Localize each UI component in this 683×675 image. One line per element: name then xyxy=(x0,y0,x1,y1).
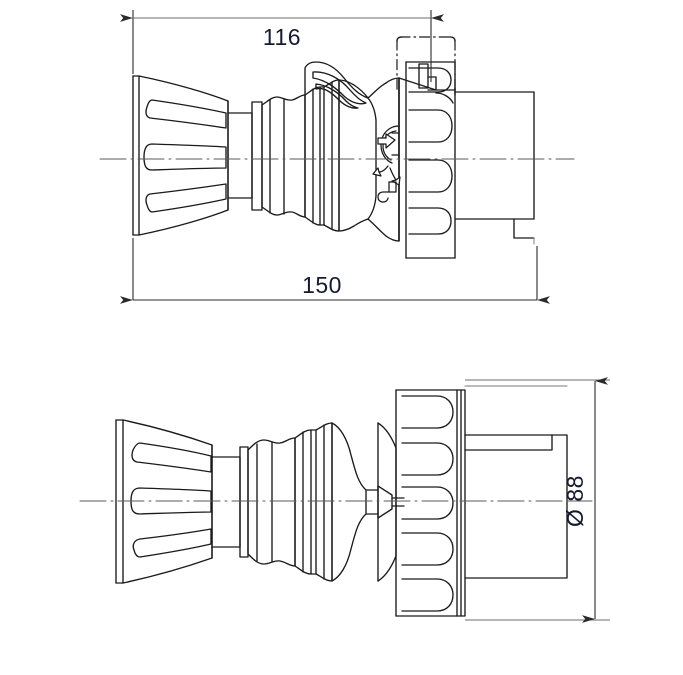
dimension-group-lower: Ø 88 xyxy=(465,377,610,623)
dimension-label-116: 116 xyxy=(263,24,301,50)
strain-relief-bellows-lower xyxy=(239,422,333,582)
upper-side-elevation-view xyxy=(99,36,575,259)
plug-housing-lower xyxy=(464,385,568,579)
dimension-label-d88: Ø 88 xyxy=(562,475,588,527)
rotation-arrow-symbol xyxy=(372,125,401,203)
plug-housing xyxy=(454,91,535,245)
dimension-group-upper: 116 150 xyxy=(120,10,550,304)
lower-plan-view xyxy=(79,385,593,617)
locking-ring-lower xyxy=(395,389,466,617)
dimension-label-150: 150 xyxy=(302,272,342,298)
locking-ring xyxy=(398,61,456,259)
cable-gland-grip xyxy=(132,75,253,236)
